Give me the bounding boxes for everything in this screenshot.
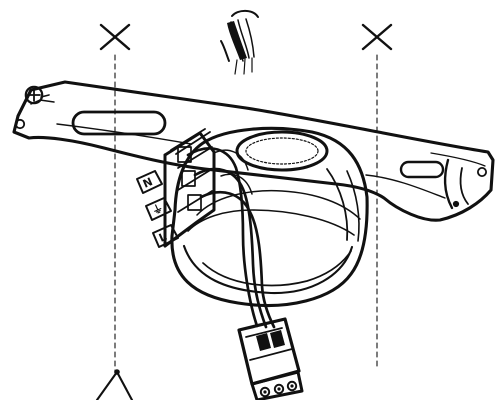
bottom-pointer-icon <box>95 369 134 400</box>
screw-icon <box>24 85 50 105</box>
mounting-hole <box>14 118 26 130</box>
mounting-hole <box>476 166 487 177</box>
lamp-holder <box>170 126 369 307</box>
terminal-text-live: L <box>157 230 169 245</box>
left-mounting-marker <box>99 23 131 373</box>
right-slot <box>399 160 445 179</box>
x-mark-icon <box>361 23 393 51</box>
three-pin-connector-icon <box>237 317 304 400</box>
stripped-cable-icon <box>220 9 259 75</box>
terminal-label-l: L <box>152 224 179 248</box>
terminal-label-n: N <box>136 170 163 194</box>
terminal-block: N ⏚ L <box>136 128 216 248</box>
x-mark-icon <box>99 23 131 51</box>
wire-bundle <box>186 147 276 329</box>
mounting-bracket <box>12 80 495 222</box>
cable-grommet <box>235 130 329 172</box>
left-slot <box>71 110 167 136</box>
right-mounting-marker <box>361 23 393 367</box>
terminal-label-ground: ⏚ <box>145 197 172 221</box>
terminal-text-ground: ⏚ <box>150 201 165 217</box>
bracket-screw <box>452 200 460 208</box>
